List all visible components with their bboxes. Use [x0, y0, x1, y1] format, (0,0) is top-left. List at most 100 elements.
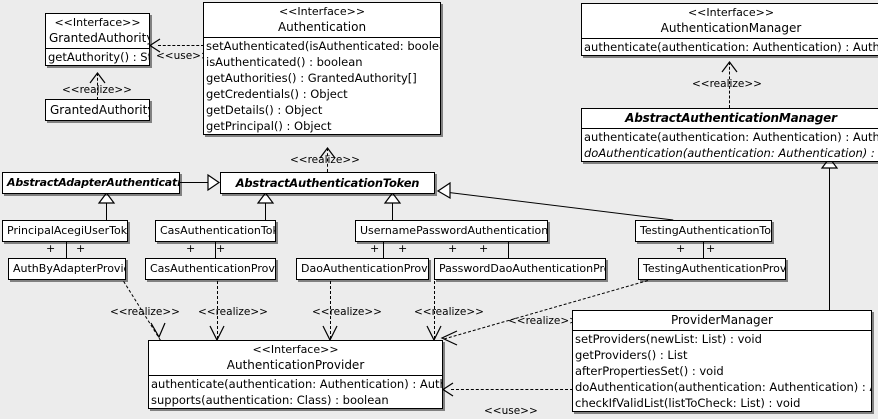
class-box-provider-manager[interactable]: ProviderManager setProviders(newList: Li… [572, 310, 872, 412]
class-box-cas-authentication-provider[interactable]: CasAuthenticationProvider [145, 258, 276, 280]
generalization-arrowhead-abstract-authentication-token-testing [436, 181, 451, 200]
multiplicity-upat-3: + [448, 242, 458, 255]
class-box-granted-authority[interactable]: <<Interface>> GrantedAuthority getAuthor… [45, 13, 150, 66]
class-name-cas-authentication-token: CasAuthenticationToken [160, 224, 275, 237]
member-provider-manager-2: afterPropertiesSet() : void [575, 364, 724, 378]
realize-line-dao-authentication-provider [330, 281, 331, 339]
realize-line-abstract-authentication-manager [729, 62, 730, 108]
class-box-principal-acegi-user-token[interactable]: PrincipalAcegiUserToken [2, 220, 128, 242]
class-box-abstract-authentication-manager[interactable]: AbstractAuthenticationManager authentica… [581, 108, 878, 162]
multiplicity-upat-1: + [370, 242, 380, 255]
stereotype-authentication-provider: <<Interface>> [252, 343, 339, 356]
class-name-granted-authority-impl: GrantedAuthorityImpl [50, 103, 149, 117]
realize-label-abstract-authentication-manager: <<realize>> [692, 78, 762, 90]
realize-arrowhead-testing-authentication-provider [440, 330, 458, 346]
class-box-granted-authority-impl[interactable]: GrantedAuthorityImpl [45, 99, 150, 121]
member-authentication-4: getDetails() : Object [206, 103, 323, 117]
member-provider-manager-4: checkIfValidList(listToCheck: List) : vo… [575, 396, 801, 410]
class-box-testing-authentication-provider[interactable]: TestingAuthenticationProvider [638, 258, 786, 280]
class-box-password-dao-authentication-provider[interactable]: PasswordDaoAuthenticationProvider [434, 258, 606, 280]
member-abstract-authentication-manager-1: doAuthentication(authentication: Authent… [584, 146, 878, 160]
class-name-abstract-authentication-token: AbstractAuthenticationToken [235, 176, 420, 190]
multiplicity-cas-token-right: + [216, 242, 226, 255]
class-box-authentication-provider[interactable]: <<Interface>> AuthenticationProvider aut… [148, 340, 443, 409]
realize-label-abstract-authentication-token: <<realize>> [290, 154, 360, 166]
class-header-password-dao-authentication-provider: PasswordDaoAuthenticationProvider [435, 259, 605, 279]
use-arrowhead-granted-authority [148, 38, 161, 53]
class-separator-granted-authority: getAuthority() : String [46, 48, 149, 65]
class-header-abstract-adapter-authentication-token: AbstractAdapterAuthenticationToken [3, 173, 179, 193]
class-header-dao-authentication-provider: DaoAuthenticationProvider [297, 259, 428, 279]
class-members-provider-manager: setProviders(newList: List) : void getPr… [573, 330, 871, 411]
class-box-authentication[interactable]: <<Interface>> Authentication setAuthenti… [203, 2, 441, 135]
class-members-authentication: setAuthenticated(isAuthenticated: boolea… [204, 37, 440, 134]
class-members-authentication-manager: authenticate(authentication: Authenticat… [582, 38, 878, 55]
class-header-authentication-provider: <<Interface>> AuthenticationProvider [149, 341, 442, 375]
association-line-principal-token-provider [66, 241, 67, 259]
class-name-authentication-provider: AuthenticationProvider [226, 358, 365, 372]
class-name-abstract-authentication-manager: AbstractAuthenticationManager [625, 111, 837, 125]
class-header-provider-manager: ProviderManager [573, 311, 871, 330]
class-header-abstract-authentication-token: AbstractAuthenticationToken [221, 173, 434, 193]
multiplicity-testing-token-right: + [706, 242, 716, 255]
realize-label-password-dao-authentication-provider: <<realize>> [414, 306, 484, 318]
member-granted-authority-0: getAuthority() : String [48, 50, 149, 64]
generalization-line-principal-acegi-user-token [106, 203, 107, 220]
realize-label-auth-by-adapter-provider: <<realize>> [110, 306, 180, 318]
class-name-testing-authentication-provider: TestingAuthenticationProvider [643, 262, 786, 275]
generalization-line-abstract-adapter-token [180, 182, 208, 183]
class-header-auth-by-adapter-provider: AuthByAdapterProvider [9, 259, 125, 279]
member-provider-manager-3: doAuthentication(authentication: Authent… [575, 380, 871, 394]
class-box-cas-authentication-token[interactable]: CasAuthenticationToken [155, 220, 276, 242]
class-box-dao-authentication-provider[interactable]: DaoAuthenticationProvider [296, 258, 429, 280]
member-authentication-3: getCredentials() : Object [206, 87, 348, 101]
class-box-abstract-adapter-authentication-token[interactable]: AbstractAdapterAuthenticationToken [2, 172, 180, 194]
realize-line-cas-authentication-provider [217, 281, 218, 339]
association-line-cas-token-provider [215, 241, 216, 259]
class-box-username-password-authentication-token[interactable]: UsernamePasswordAuthenticationToken [355, 220, 548, 242]
use-arrowhead-authentication-provider [441, 382, 454, 397]
use-label-provider-manager-authentication-provider: <<use>> [484, 405, 538, 417]
member-provider-manager-1: getProviders() : List [575, 348, 688, 362]
realize-arrowhead-dao-authentication-provider [322, 325, 338, 342]
multiplicity-upat-4: + [479, 242, 489, 255]
class-name-testing-authentication-token: TestingAuthenticationToken [640, 224, 772, 237]
class-name-cas-authentication-provider: CasAuthenticationProvider [150, 262, 275, 275]
stereotype-granted-authority: <<Interface>> [54, 16, 141, 29]
multiplicity-principal-token-right: + [76, 242, 86, 255]
realize-arrowhead-granted-authority [89, 72, 106, 84]
use-line-authentication-granted-authority [158, 45, 204, 46]
realize-line-granted-authority-impl [97, 73, 98, 100]
class-members-authentication-provider: authenticate(authentication: Authenticat… [149, 375, 442, 408]
class-name-authentication: Authentication [277, 20, 367, 34]
class-box-abstract-authentication-token[interactable]: AbstractAuthenticationToken [220, 172, 435, 194]
class-header-testing-authentication-token: TestingAuthenticationToken [636, 221, 771, 241]
class-box-authentication-manager[interactable]: <<Interface>> AuthenticationManager auth… [581, 3, 878, 56]
member-authentication-provider-1: supports(authentication: Class) : boolea… [151, 393, 389, 407]
realize-arrowhead-authentication-manager [721, 61, 738, 73]
member-authentication-manager-0: authenticate(authentication: Authenticat… [584, 40, 878, 54]
class-header-granted-authority: <<Interface>> GrantedAuthority [46, 14, 149, 48]
realize-arrowhead-cas-authentication-provider [209, 325, 225, 342]
member-abstract-authentication-manager-0: authenticate(authentication: Authenticat… [584, 130, 878, 144]
realize-label-testing-authentication-provider: <<realize>> [508, 315, 578, 327]
generalization-line-cas-authentication-token [265, 203, 266, 220]
class-header-principal-acegi-user-token: PrincipalAcegiUserToken [3, 221, 127, 241]
class-members-abstract-authentication-manager: authenticate(authentication: Authenticat… [582, 128, 878, 161]
multiplicity-upat-2: + [398, 242, 408, 255]
class-box-testing-authentication-token[interactable]: TestingAuthenticationToken [635, 220, 772, 242]
association-line-upat-password-dao-provider [508, 241, 509, 259]
generalization-arrowhead-abstract-authentication-token-left [207, 173, 221, 192]
realize-arrowhead-authentication [319, 147, 336, 159]
class-name-dao-authentication-provider: DaoAuthenticationProvider [301, 262, 428, 275]
class-name-abstract-adapter-authentication-token: AbstractAdapterAuthenticationToken [7, 176, 180, 189]
class-box-auth-by-adapter-provider[interactable]: AuthByAdapterProvider [8, 258, 126, 280]
member-authentication-provider-0: authenticate(authentication: Authenticat… [151, 377, 442, 391]
association-line-upat-dao-provider [383, 241, 384, 259]
member-authentication-1: isAuthenticated() : boolean [206, 55, 363, 69]
realize-arrowhead-auth-by-adapter-provider [150, 322, 166, 339]
class-name-auth-by-adapter-provider: AuthByAdapterProvider [13, 262, 125, 275]
class-header-authentication: <<Interface>> Authentication [204, 3, 440, 37]
stereotype-authentication-manager: <<Interface>> [687, 6, 775, 19]
